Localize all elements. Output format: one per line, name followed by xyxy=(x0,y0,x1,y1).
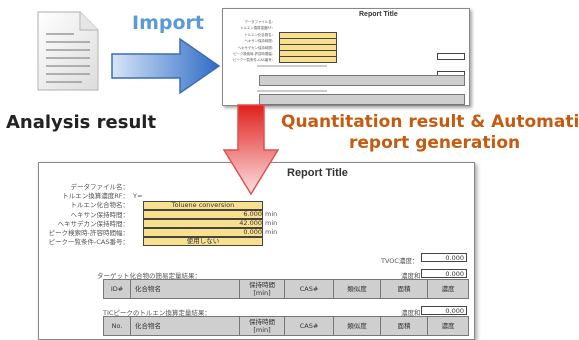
col-header: 面積 xyxy=(381,317,428,335)
tic-sum-value: 0.000 xyxy=(421,306,467,315)
report-title-small: Report Title xyxy=(359,11,398,18)
field-label: トルエン化合物名： xyxy=(244,32,275,37)
report-title-large: Report Title xyxy=(287,167,348,179)
hexadecane-rt-field: 42.000 xyxy=(143,219,263,228)
field-box xyxy=(279,56,337,63)
target-sum-label: 濃度和 xyxy=(401,272,421,280)
field-label: トルエン換算濃度RF： xyxy=(62,192,129,201)
col-header: 濃度 xyxy=(441,285,455,293)
col-header: 面積 xyxy=(381,280,428,298)
unit-min: min xyxy=(265,219,278,227)
col-header: 濃度 xyxy=(441,322,455,330)
col-header: CAS# xyxy=(285,280,334,298)
field-label: ヘキサン保持時間： xyxy=(70,210,130,219)
field-label: データファイル名： xyxy=(70,183,130,191)
document-icon xyxy=(36,10,100,92)
field-label: ヘキサデカン保持時間： xyxy=(237,45,275,50)
field-label: ピーク一覧条件-CAS番号： xyxy=(233,58,275,63)
field-label: データファイル名： xyxy=(244,20,275,24)
report-full: Report Title データファイル名： トルエン換算濃度RF： トルエン化… xyxy=(38,162,475,340)
tolerance-field: 0.000 xyxy=(143,228,263,237)
col-header: 保持時間 [min] xyxy=(240,280,285,298)
col-header: CAS# xyxy=(285,317,334,335)
tvoc-box-small xyxy=(437,53,465,60)
hexane-rt-field: 6.000 xyxy=(143,210,263,219)
unit-min: min xyxy=(265,210,278,218)
report-thumbnail: Report Title データファイル名： トルエン換算濃度RF： トルエン化… xyxy=(222,8,470,106)
tic-heading: TICピークのトルエン換算定量結果： xyxy=(103,309,211,317)
tic-table-header: No. 化合物名 保持時間 [min] CAS# 類似度 面積 濃度 xyxy=(103,316,469,336)
col-header: 類似度 xyxy=(334,317,381,335)
field-label: トルエン換算濃度RF： xyxy=(240,26,275,31)
tvoc-label: TVOC濃度： xyxy=(381,257,419,265)
field-label: ヘキサデカン保持時間： xyxy=(57,219,130,228)
generation-arrow xyxy=(222,104,280,196)
target-sum-value: 0.000 xyxy=(421,269,467,278)
col-header: 類似度 xyxy=(334,280,381,298)
field-label: ヘキサン保持時間： xyxy=(244,39,275,44)
target-table-header: ID# 化合物名 保持時間 [min] CAS# 類似度 面積 濃度 xyxy=(103,279,469,299)
col-header: 化合物名 xyxy=(131,317,240,335)
field-label: ピーク検索時-許容時間幅： xyxy=(233,52,275,57)
compound-name-field: Toluene conversion xyxy=(143,201,263,210)
field-label: トルエン化合物名： xyxy=(70,201,130,210)
col-header: No. xyxy=(104,317,131,335)
import-arrow xyxy=(110,36,222,96)
quantitation-label-line1: Quantitation result & Automatic xyxy=(281,112,579,132)
quantitation-label-line2: report generation xyxy=(349,133,521,153)
unit-min: min xyxy=(265,228,278,236)
tvoc-value: 0.000 xyxy=(421,253,467,262)
tic-sum-label: 濃度和 xyxy=(401,309,421,317)
col-header: ID# xyxy=(104,280,131,298)
import-label: Import xyxy=(132,12,204,34)
col-header: 化合物名 xyxy=(131,280,240,298)
table-header-small xyxy=(259,75,465,86)
target-heading: ターゲット化合物の簡易定量結果： xyxy=(97,272,201,280)
rf-prefix: Y= xyxy=(133,192,143,200)
cas-option-field: 使用しない xyxy=(143,237,263,246)
table-header-small xyxy=(259,94,465,105)
analysis-result-label: Analysis result xyxy=(6,112,157,133)
field-label: ピーク一覧条件-CAS番号： xyxy=(48,238,129,247)
field-label: ピーク検索時-許容時間幅： xyxy=(48,229,129,238)
col-header: 保持時間 [min] xyxy=(240,317,285,335)
